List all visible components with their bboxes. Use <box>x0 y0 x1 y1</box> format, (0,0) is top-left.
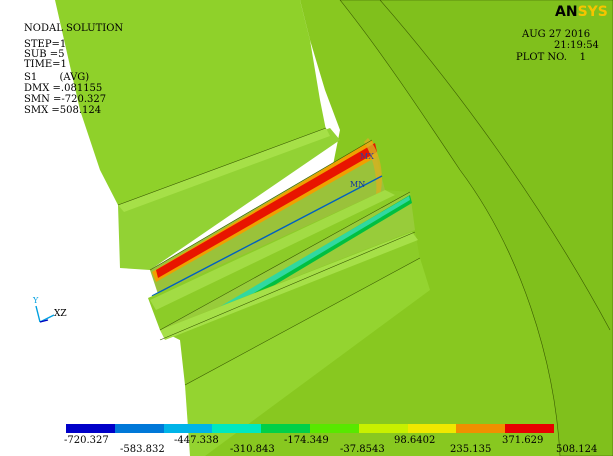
max-marker: MX <box>360 152 374 161</box>
plot-time: 21:19:54 <box>554 40 599 51</box>
legend-swatch <box>407 424 457 433</box>
dmx-label: DMX =.081155 <box>24 83 103 94</box>
stress-hotspot <box>364 138 382 195</box>
stress-band-red <box>156 143 377 278</box>
min-stress-line <box>151 175 383 297</box>
min-marker: MN <box>350 180 366 189</box>
tooth-middle <box>148 190 410 330</box>
tooth-upper <box>118 128 340 270</box>
legend-swatch <box>212 424 262 433</box>
triad-z-axis <box>39 319 49 323</box>
smx-label: SMX =508.124 <box>24 105 102 116</box>
legend-label-top-2: -447.338 <box>174 435 219 446</box>
legend-label-bottom-1: -583.832 <box>120 444 165 455</box>
result-label: S1 (AVG) <box>24 72 90 83</box>
legend-label-bottom-4: 235.135 <box>450 444 492 455</box>
edge-lines <box>117 127 421 386</box>
tooth-lower-face <box>185 258 430 456</box>
legend-label-bottom-5: 508.124 <box>556 444 598 455</box>
legend-swatch <box>114 424 165 433</box>
rim-inner-arc <box>379 0 611 331</box>
plot-number: PLOT NO. 1 <box>516 52 587 63</box>
tooth-middle-top <box>150 190 395 310</box>
legend-label-top-1: -720.327 <box>64 435 109 446</box>
legend-label-bottom-3: -37.8543 <box>340 444 385 455</box>
legend-label-top-4: 98.6402 <box>394 435 436 446</box>
tooth-upper-top <box>118 128 330 212</box>
legend-swatch <box>310 424 360 433</box>
legend-swatch <box>163 424 213 433</box>
legend-swatch <box>358 424 409 433</box>
legend-swatch <box>261 424 311 433</box>
triad-y-label: Y <box>33 296 39 305</box>
plot-date: AUG 27 2016 <box>522 29 591 40</box>
plot-title: NODAL SOLUTION <box>24 23 124 34</box>
triad-xz-label: XZ <box>54 309 67 319</box>
legend-label-top-5: 371.629 <box>502 435 544 446</box>
gear-rim <box>339 0 613 456</box>
time-label: TIME=1 <box>24 59 67 70</box>
step-label: STEP=1 <box>24 39 67 50</box>
legend-swatch <box>505 424 555 433</box>
logo-part2: SYS <box>577 4 608 20</box>
logo-part1: AN <box>555 4 578 20</box>
legend-label-top-3: -174.349 <box>284 435 329 446</box>
legend-swatch <box>456 424 506 433</box>
legend-label-bottom-2: -310.843 <box>230 444 275 455</box>
sub-label: SUB =5 <box>24 49 65 60</box>
smn-label: SMN =-720.327 <box>24 94 107 105</box>
groove-lower <box>160 192 415 340</box>
ansys-logo: ANSYS <box>555 4 608 20</box>
triad-axes <box>35 305 55 323</box>
tooth-lower <box>160 230 420 385</box>
legend-swatch <box>66 424 116 433</box>
